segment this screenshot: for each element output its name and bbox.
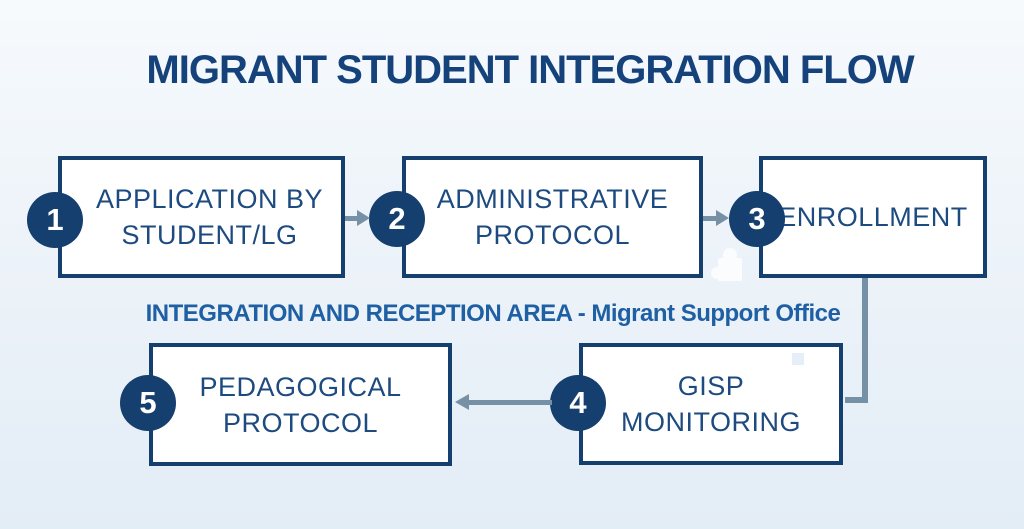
connector-3-4-horizontal <box>845 397 868 403</box>
step-box-gisp-monitoring: GISP MONITORING <box>579 343 843 465</box>
arrowhead-right-icon <box>716 210 729 226</box>
connector-3-4-vertical <box>862 278 868 402</box>
arrow-1-2 <box>345 216 359 221</box>
step-box-enrollment: ENROLLMENT <box>759 156 987 278</box>
step-number-badge-1: 1 <box>27 192 83 248</box>
step-label: PEDAGOGICAL PROTOCOL <box>199 371 402 438</box>
page-title: MIGRANT STUDENT INTEGRATION FLOW <box>146 48 914 92</box>
step-label: ADMINISTRATIVE PROTOCOL <box>436 184 669 250</box>
step-box-pedagogical-protocol: PEDAGOGICAL PROTOCOL <box>149 343 452 466</box>
step-number-badge-5: 5 <box>120 375 176 431</box>
integration-area-label: INTEGRATION AND RECEPTION AREA - Migrant… <box>145 300 841 327</box>
step-number: 5 <box>139 385 157 420</box>
step-label: APPLICATION BY STUDENT/LG <box>95 184 324 250</box>
step-number-badge-4: 4 <box>550 375 606 431</box>
puzzle-watermark-icon <box>711 248 742 281</box>
arrowhead-left-icon <box>455 394 469 410</box>
step-box-administrative-protocol: ADMINISTRATIVE PROTOCOL <box>402 156 703 278</box>
step-box-application: APPLICATION BY STUDENT/LG <box>58 156 345 278</box>
arrow-2-3 <box>703 216 717 221</box>
arrow-4-5 <box>467 400 552 405</box>
faint-artifact <box>792 353 804 365</box>
step-number: 4 <box>569 385 587 420</box>
step-number: 3 <box>748 201 766 236</box>
step-number: 2 <box>388 201 406 236</box>
arrowhead-right-icon <box>357 210 370 226</box>
step-label: GISP MONITORING <box>621 371 801 437</box>
step-number: 1 <box>46 202 64 237</box>
step-number-badge-2: 2 <box>369 191 425 247</box>
step-label: ENROLLMENT <box>778 202 968 232</box>
step-number-badge-3: 3 <box>729 191 785 247</box>
